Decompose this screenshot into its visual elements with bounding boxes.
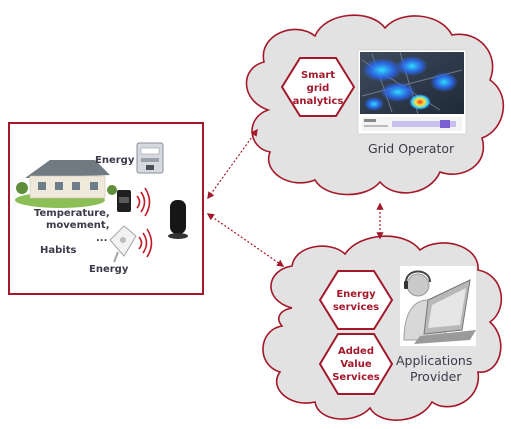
added-value-label-line1: Added — [338, 346, 374, 357]
provider-label: Provider — [410, 369, 462, 384]
energy-services-label-line2: services — [333, 302, 379, 313]
applications-label: Applications — [396, 353, 472, 368]
habits-label: Habits — [40, 245, 76, 256]
added-value-label-line2: Value — [340, 359, 371, 370]
smart-grid-label-line1: Smart — [301, 70, 335, 81]
energy-services-label-line1: Energy — [336, 289, 376, 300]
signal-waves-upper — [136, 187, 151, 217]
energy-services-hexagon — [318, 270, 394, 330]
ellipsis-label: ... — [96, 233, 107, 244]
home-grid-arrow — [207, 128, 258, 200]
energy-bottom-label: Energy — [89, 264, 129, 275]
electricity-meter-icon — [136, 142, 164, 174]
sensor-device-icon — [117, 190, 131, 212]
smart-grid-label-line2: grid — [307, 83, 330, 94]
movement-label: movement, — [46, 220, 110, 231]
signal-waves-lower — [138, 228, 153, 258]
home-apps-arrow — [206, 213, 285, 267]
house-image — [15, 160, 117, 208]
person-laptop-icon — [400, 266, 476, 346]
grid-operator-label: Grid Operator — [368, 141, 455, 156]
smart-grid-label-line3: analytics — [293, 96, 344, 107]
smart-plug-icon — [109, 225, 137, 263]
heatmap-screenshot — [357, 49, 467, 135]
added-value-label-line3: Services — [332, 372, 380, 383]
added-value-services-hexagon — [318, 333, 394, 395]
smart-grid-analytics-hexagon — [280, 57, 356, 117]
gateway-device-icon — [168, 200, 188, 239]
energy-top-label: Energy — [95, 155, 135, 166]
temperature-label: Temperature, — [34, 208, 110, 219]
